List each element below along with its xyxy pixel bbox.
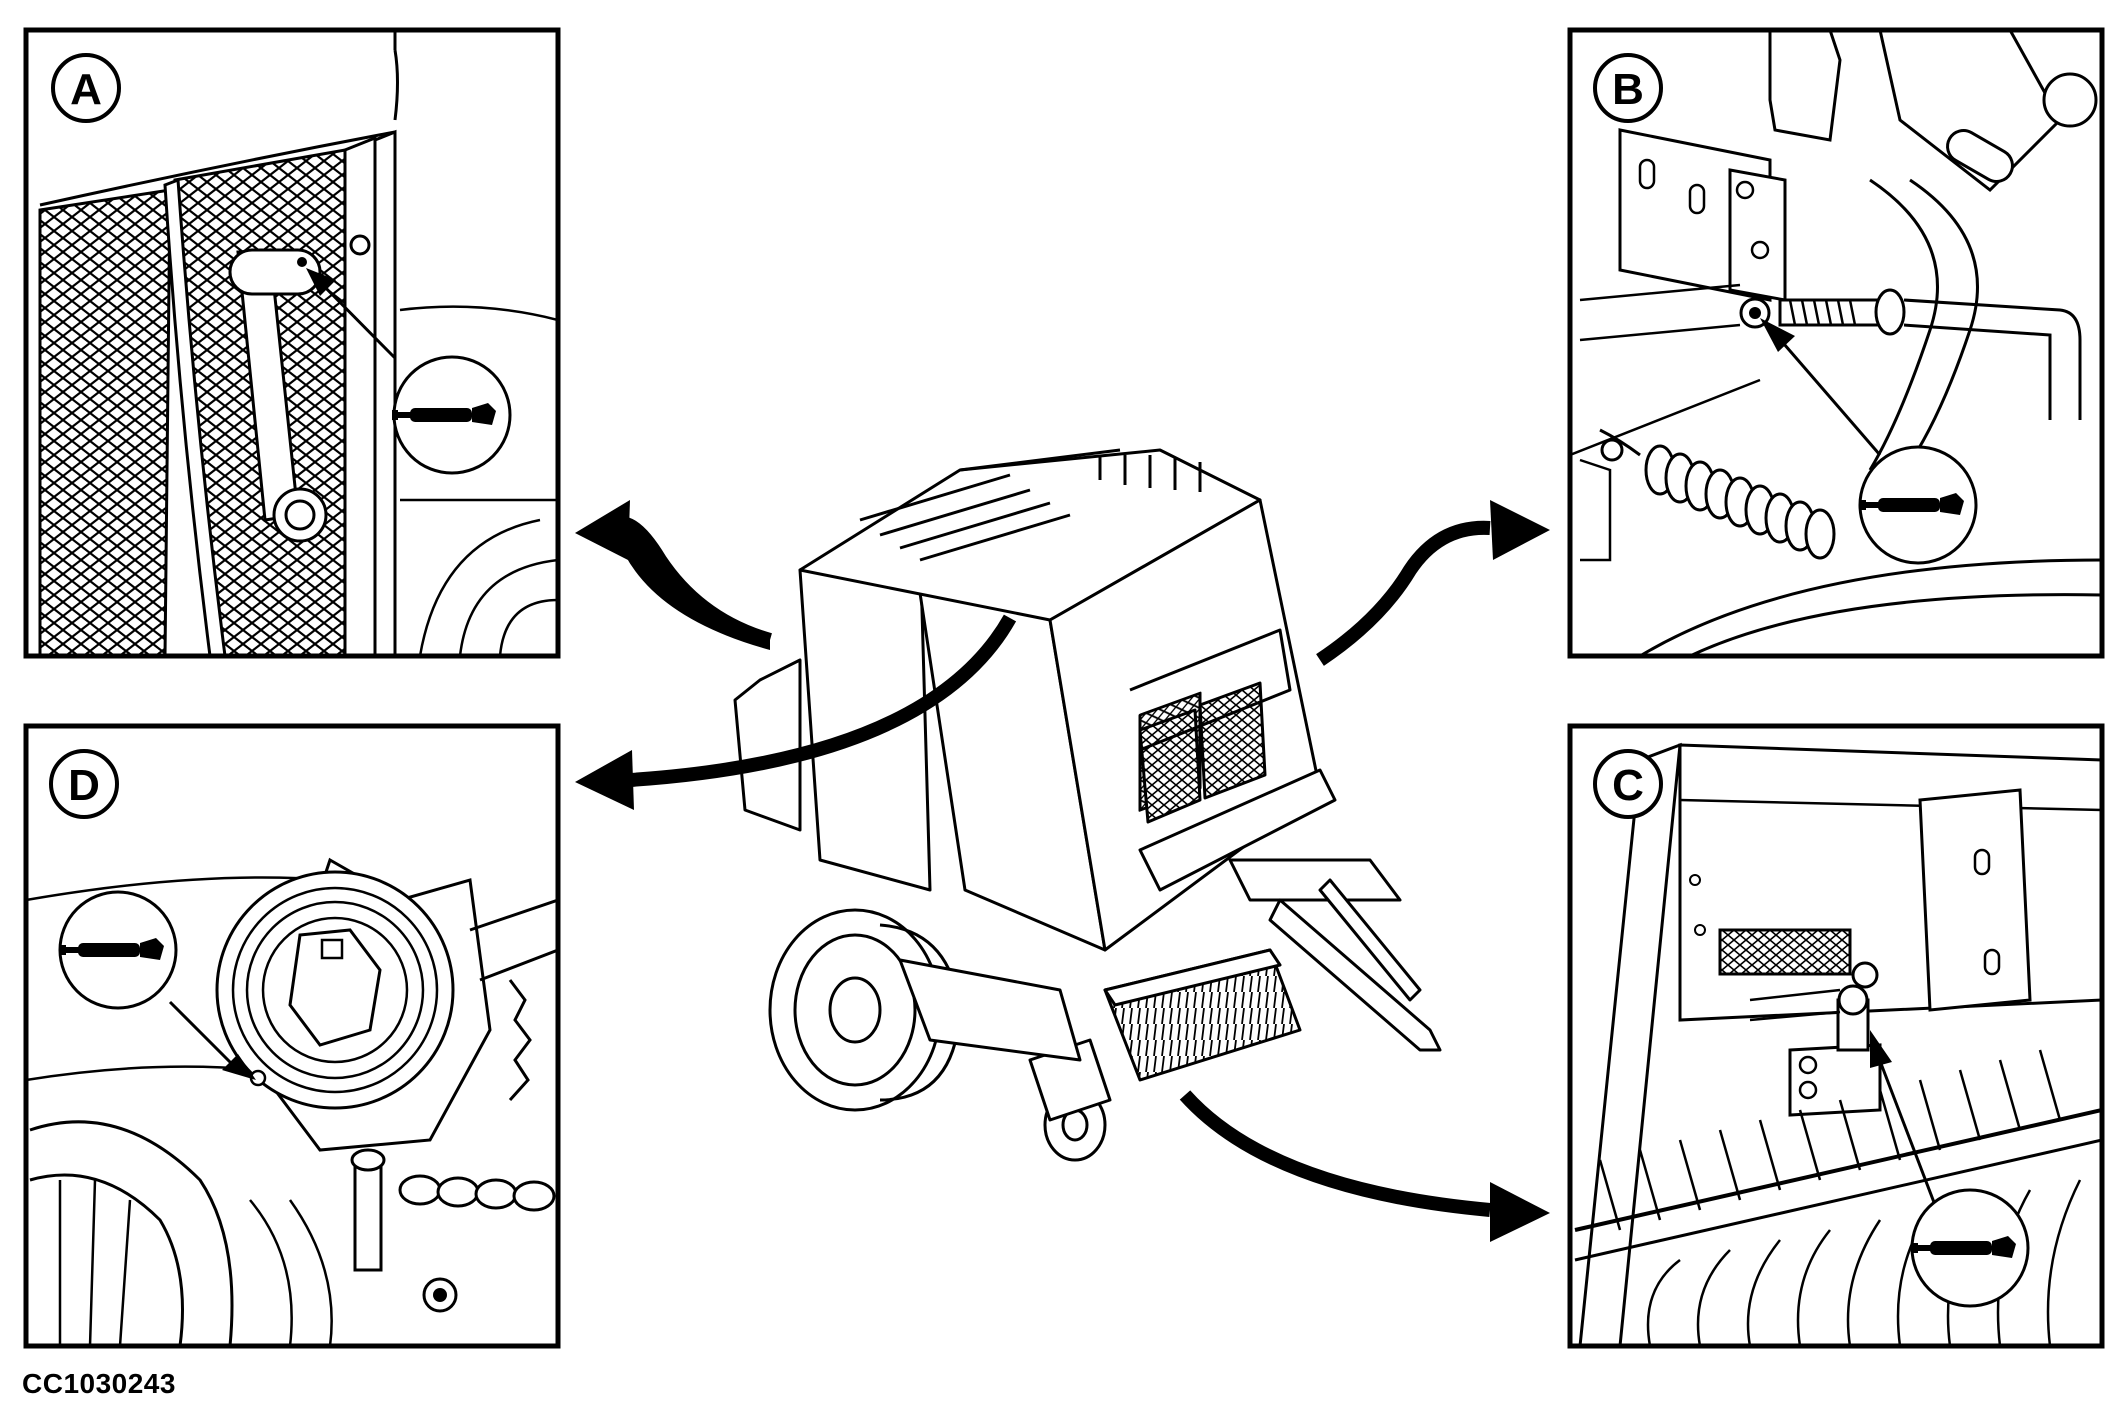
panel-c-label: C [1612, 761, 1644, 810]
panel-d: D [23, 723, 561, 1349]
panel-a: A [23, 27, 561, 659]
panel-b-label: B [1612, 65, 1644, 114]
round-baler-illustration [733, 448, 1442, 1162]
panel-c: C [1567, 723, 2105, 1349]
panel-a-label: A [70, 65, 102, 114]
figure-id: CC1030243 [22, 1368, 176, 1399]
panel-b: B [1567, 27, 2105, 659]
pointer-arrows [575, 500, 1550, 1242]
panel-d-label: D [68, 761, 100, 810]
